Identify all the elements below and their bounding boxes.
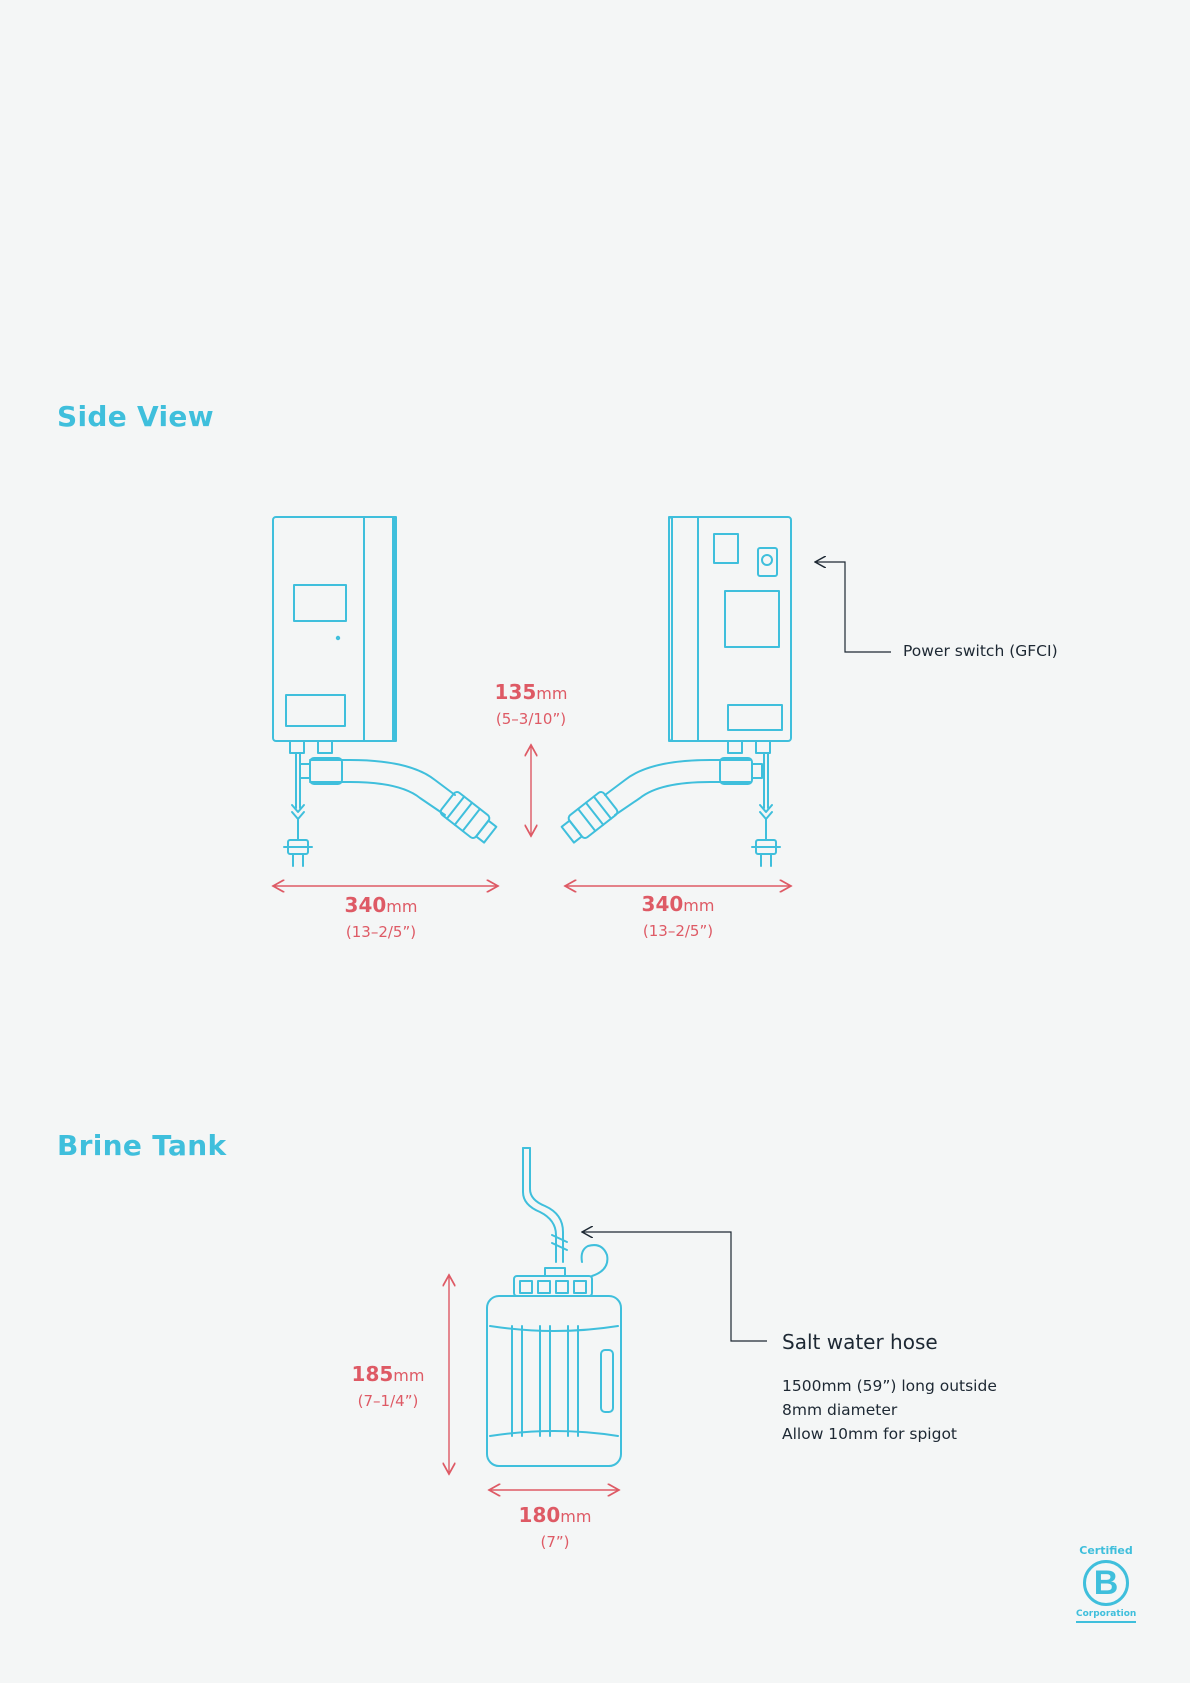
right-width-dimension: 340mm (13–2/5”) — [641, 892, 715, 940]
side-view-title: Side View — [57, 400, 214, 433]
salt-hose-leader — [582, 1232, 767, 1342]
brine-tank-drawing — [486, 1147, 622, 1467]
hose-detail-line: 8mm diameter — [782, 1401, 898, 1419]
power-switch-leader — [815, 562, 891, 653]
b-corp-certified-logo: Certified B Corporation — [1076, 1544, 1136, 1623]
tank-width-dimension: 180mm (7”) — [518, 1503, 592, 1551]
b-letter-icon: B — [1083, 1560, 1129, 1606]
side-height-dimension: 135mm (5–3/10”) — [494, 680, 568, 728]
salt-water-hose-details: 1500mm (59”) long outside 8mm diameter A… — [782, 1374, 997, 1446]
tank-height-dimension: 185mm (7–1/4”) — [351, 1362, 425, 1410]
left-width-dimension: 340mm (13–2/5”) — [344, 893, 418, 941]
hose-detail-line: Allow 10mm for spigot — [782, 1425, 958, 1443]
hose-detail-line: 1500mm (59”) long outside — [782, 1377, 997, 1395]
right-unit-drawing — [560, 516, 792, 867]
salt-water-hose-title: Salt water hose — [782, 1330, 938, 1354]
brine-tank-title: Brine Tank — [57, 1129, 227, 1162]
power-switch-label: Power switch (GFCI) — [903, 642, 1058, 660]
left-unit-drawing — [272, 516, 498, 867]
